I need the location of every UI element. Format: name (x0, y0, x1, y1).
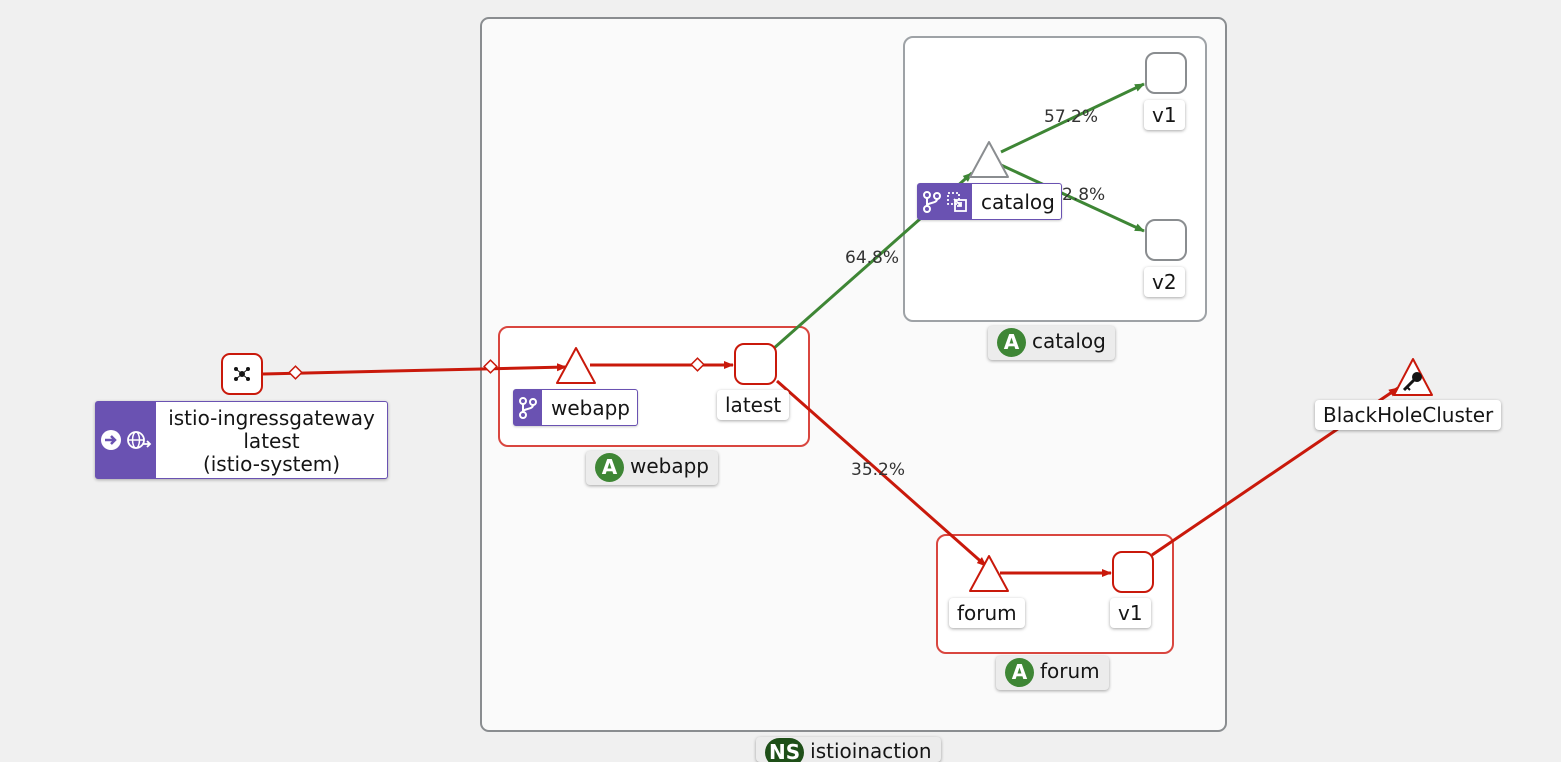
workload-label-catalog-v1: v1 (1144, 100, 1185, 130)
namespace-badge-icon: NS (765, 738, 805, 762)
service-icons (918, 184, 972, 219)
key-icon (1402, 372, 1422, 392)
edge-catalog-v2[interactable] (1000, 163, 1145, 233)
edge-label-catalog-v1: 57.2% (1044, 107, 1099, 127)
edge-marker-icon (288, 365, 303, 380)
gateway-label[interactable]: istio-ingressgateway latest (istio-syste… (95, 401, 388, 479)
globe-icon (127, 431, 152, 449)
service-node-webapp[interactable] (556, 347, 596, 384)
blackhole-node[interactable] (1393, 358, 1433, 396)
service-label-webapp-text: webapp (551, 395, 631, 420)
app-label-forum-text: forum (1040, 659, 1100, 683)
service-icons (514, 390, 542, 425)
service-label-catalog[interactable]: catalog (917, 183, 1062, 220)
workload-label-catalog-v2: v2 (1144, 267, 1185, 297)
ingress-arrow-icon (101, 430, 121, 450)
service-label-webapp[interactable]: webapp (513, 389, 638, 426)
workload-node-forum-v1[interactable] (1112, 551, 1154, 593)
virtual-service-icon (923, 190, 941, 213)
service-label-forum: forum (949, 598, 1025, 628)
edge-label-to-catalog: 64.8% (845, 248, 900, 268)
workload-node-catalog-v1[interactable] (1145, 52, 1187, 94)
gateway-icons (96, 402, 156, 478)
gateway-version: latest (243, 429, 300, 453)
app-badge-icon: A (1005, 658, 1034, 687)
namespace-label-text: istioinaction (810, 739, 932, 762)
edge-marker-icon (690, 357, 705, 372)
workload-label-forum-v1: v1 (1110, 598, 1151, 628)
traffic-shift-icon (947, 191, 967, 212)
edge-gateway-webapp[interactable] (262, 363, 567, 376)
service-node-catalog[interactable] (969, 141, 1009, 178)
edge-label-to-forum: 35.2% (851, 460, 906, 480)
app-label-catalog-text: catalog (1032, 329, 1106, 353)
app-badge-icon: A (595, 453, 624, 482)
service-label-catalog-text: catalog (981, 189, 1055, 214)
workload-node-catalog-v2[interactable] (1145, 219, 1187, 261)
edge-marker-icon (483, 359, 498, 374)
edge-catalog-v1[interactable] (1000, 82, 1145, 154)
blackhole-label: BlackHoleCluster (1315, 400, 1502, 430)
app-badge-icon: A (997, 328, 1026, 357)
gateway-label-text: istio-ingressgateway latest (istio-syste… (156, 402, 387, 478)
gateway-node[interactable] (221, 353, 263, 395)
app-label-webapp-text: webapp (630, 454, 710, 478)
edge-latest-forum[interactable] (776, 379, 987, 568)
service-node-forum[interactable] (969, 555, 1009, 592)
mesh-icon (234, 367, 250, 381)
virtual-service-icon (519, 396, 537, 419)
workload-node-webapp-latest[interactable] (734, 343, 777, 385)
gateway-name: istio-ingressgateway (168, 406, 375, 430)
edge-label-catalog-v2: 2.8% (1062, 185, 1106, 205)
workload-label-webapp-latest: latest (717, 390, 790, 420)
gateway-namespace: (istio-system) (202, 452, 341, 476)
